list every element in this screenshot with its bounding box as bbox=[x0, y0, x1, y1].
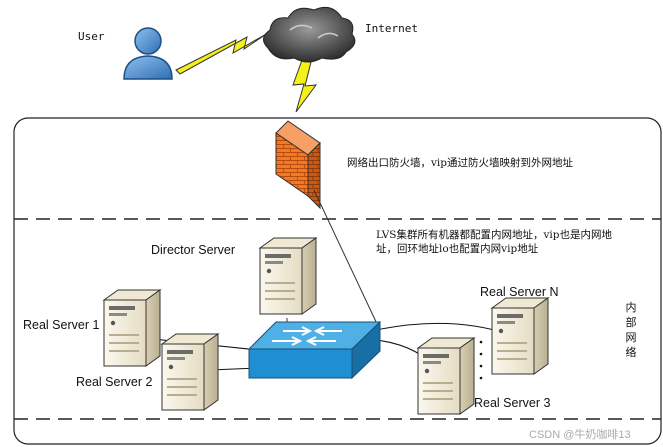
firewall-note: 网络出口防火墙，vip通过防火墙映射到外网地址 bbox=[347, 157, 574, 169]
lvs-note: LVS集群所有机器都配置内网地址，vip也是内网地址，回环地址lo也配置内网vi… bbox=[376, 229, 613, 255]
real-server-2-icon bbox=[161, 333, 219, 411]
switch-icon bbox=[247, 320, 382, 380]
internal-network-label: 内部网络 bbox=[625, 301, 637, 359]
director-server-label: Director Server bbox=[151, 243, 236, 257]
firewall-icon bbox=[275, 120, 321, 210]
user-label: User bbox=[78, 30, 105, 43]
link-switch-rsn bbox=[375, 322, 509, 336]
internet-label: Internet bbox=[365, 22, 418, 35]
ellipsis-dots bbox=[479, 340, 483, 380]
real-server-1-icon bbox=[103, 289, 161, 367]
user-icon bbox=[123, 27, 173, 80]
link-firewall-switch bbox=[313, 189, 379, 327]
director-server-icon bbox=[259, 237, 317, 315]
real-server-2-label: Real Server 2 bbox=[76, 375, 153, 389]
lightning-internet-firewall bbox=[292, 59, 318, 113]
internal-network-boundary bbox=[13, 117, 662, 445]
real-server-3-icon bbox=[417, 337, 475, 415]
real-server-n-icon bbox=[491, 297, 549, 375]
real-server-1-label: Real Server 1 bbox=[23, 318, 100, 332]
csdn-watermark: CSDN @牛奶咖啡13 bbox=[529, 429, 631, 441]
real-server-3-label: Real Server 3 bbox=[474, 396, 551, 410]
real-server-n-label: Real Server N bbox=[480, 285, 559, 299]
cloud-icon bbox=[263, 6, 356, 63]
lightning-user-internet bbox=[175, 32, 269, 75]
